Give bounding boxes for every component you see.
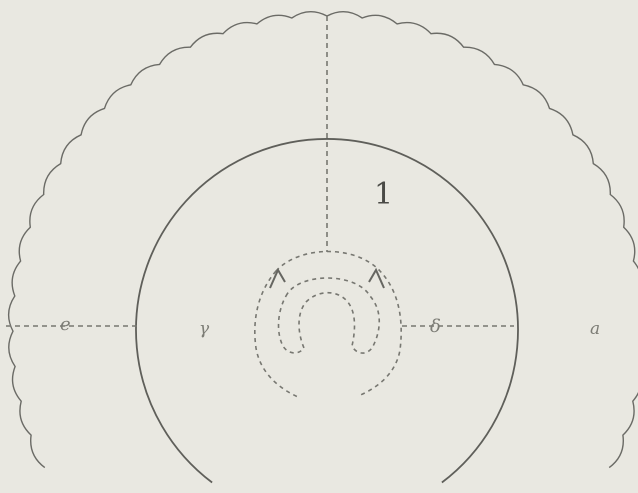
label-top-number: 1 — [374, 177, 393, 212]
label-right-outer: a — [590, 319, 600, 339]
left-hook — [270, 270, 285, 288]
label-left-inner: γ — [199, 319, 210, 339]
right-hook — [369, 270, 384, 288]
dashed-inner-horseshoe — [279, 278, 380, 353]
label-left-outer: e — [60, 314, 71, 335]
label-right-inner: δ — [430, 316, 441, 337]
outer-scalloped-boundary — [9, 12, 638, 468]
